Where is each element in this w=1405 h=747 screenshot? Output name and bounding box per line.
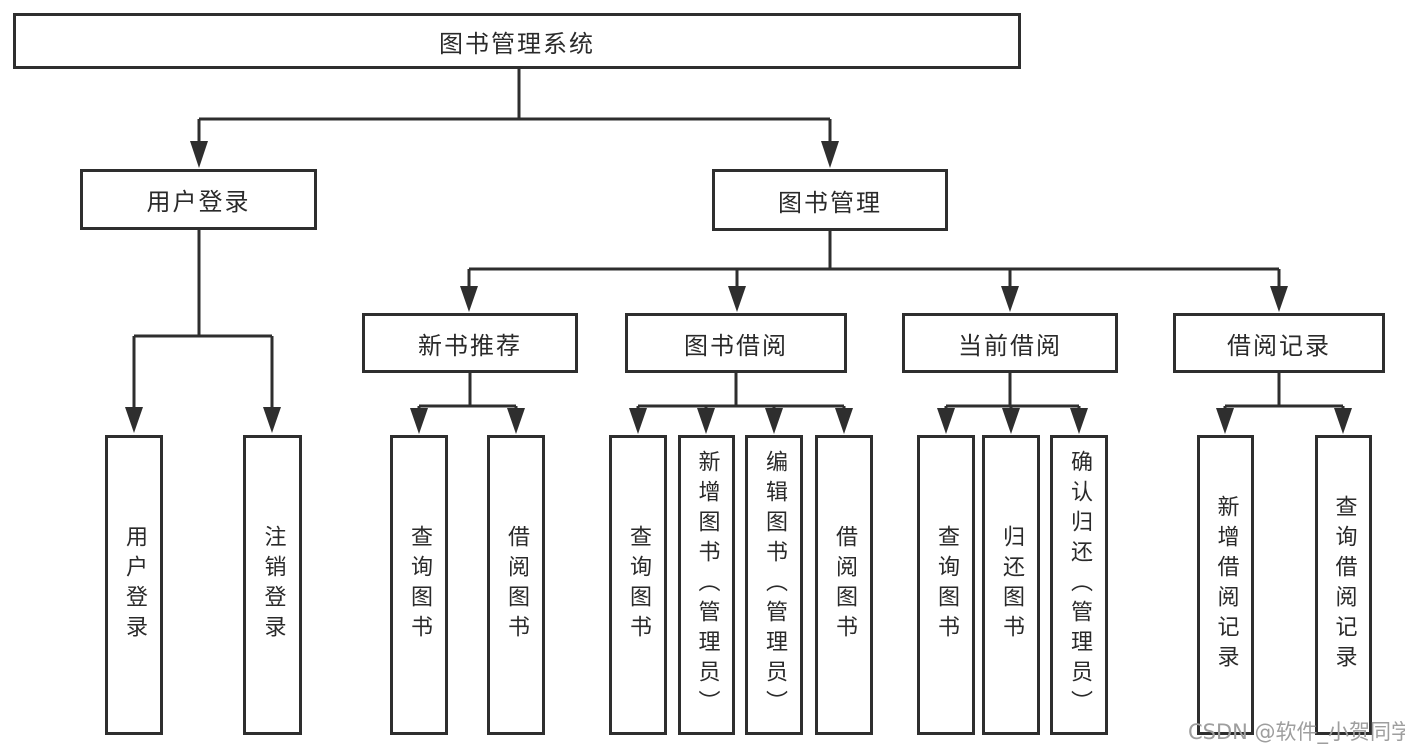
node-book-management: 图书管理 — [712, 169, 948, 231]
arrowhead — [125, 407, 143, 433]
node-label: 注销登录 — [260, 525, 286, 645]
node-borrowing-records: 借阅记录 — [1173, 313, 1385, 373]
arrowhead — [1001, 286, 1019, 312]
arrowhead — [765, 408, 783, 434]
leaf-query-books-recommend: 查询图书 — [390, 435, 448, 735]
leaf-edit-book-admin: 编辑图书（管理员） — [745, 435, 803, 735]
arrowhead — [835, 408, 853, 434]
node-label: 借阅记录 — [1227, 331, 1331, 360]
node-label: 图书管理 — [778, 188, 882, 217]
node-user-login: 用户登录 — [80, 169, 317, 230]
leaf-borrow-books-borrowing: 借阅图书 — [815, 435, 873, 735]
node-root-system: 图书管理系统 — [13, 13, 1021, 69]
leaf-add-book-admin: 新增图书（管理员） — [678, 435, 735, 735]
arrowhead — [507, 408, 525, 434]
leaf-logout: 注销登录 — [243, 435, 302, 735]
arrowhead — [697, 408, 715, 434]
arrowhead — [1216, 408, 1234, 434]
arrowhead — [937, 408, 955, 434]
connector-root-to-level2 — [190, 69, 839, 168]
node-label: 新增图书（管理员） — [694, 450, 720, 720]
connector-borrow-records-to-leaves — [1216, 373, 1352, 434]
node-label: 查询借阅记录 — [1331, 495, 1357, 675]
arrowhead — [728, 286, 746, 312]
leaf-user-login: 用户登录 — [105, 435, 163, 735]
arrowhead — [1270, 286, 1288, 312]
arrowhead — [263, 407, 281, 433]
arrowhead — [460, 286, 478, 312]
leaf-query-borrow-record: 查询借阅记录 — [1315, 435, 1372, 735]
arrowhead — [1070, 408, 1088, 434]
node-new-book-recommendation: 新书推荐 — [362, 313, 578, 373]
arrowhead — [1334, 408, 1352, 434]
arrowhead — [1002, 408, 1020, 434]
node-label: 借阅图书 — [832, 525, 857, 645]
node-label: 归还图书 — [999, 525, 1024, 645]
connector-user-login-to-leaves — [125, 230, 281, 433]
leaf-query-books-borrowing: 查询图书 — [609, 435, 667, 735]
arrowhead — [629, 408, 647, 434]
node-book-borrowing: 图书借阅 — [625, 313, 847, 373]
node-label: 编辑图书（管理员） — [762, 450, 787, 720]
connector-new-book-to-leaves — [410, 373, 525, 434]
node-label: 用户登录 — [122, 525, 147, 645]
leaf-borrow-books-recommend: 借阅图书 — [487, 435, 545, 735]
leaf-add-borrow-record: 新增借阅记录 — [1197, 435, 1254, 735]
leaf-return-book: 归还图书 — [982, 435, 1040, 735]
arrowhead — [190, 141, 208, 168]
node-label: 图书管理系统 — [439, 29, 595, 58]
node-label: 新增借阅记录 — [1213, 495, 1239, 675]
node-label: 借阅图书 — [504, 525, 529, 645]
node-label: 图书借阅 — [684, 331, 788, 360]
connector-book-mgmt-to-level3 — [460, 231, 1288, 312]
connector-current-borrow-to-leaves — [937, 373, 1088, 434]
leaf-query-books-current: 查询图书 — [917, 435, 975, 735]
arrowhead — [821, 141, 839, 168]
node-label: 查询图书 — [934, 525, 959, 645]
node-label: 查询图书 — [407, 525, 432, 645]
node-label: 确认归还（管理员） — [1067, 450, 1092, 720]
node-current-borrowing: 当前借阅 — [902, 313, 1118, 373]
csdn-watermark: CSDN @软件_小贺同学 — [1188, 720, 1405, 744]
connector-book-borrow-to-leaves — [629, 373, 853, 434]
node-label: 用户登录 — [146, 188, 251, 216]
node-label: 新书推荐 — [418, 331, 522, 360]
node-label: 当前借阅 — [958, 331, 1062, 360]
arrowhead — [410, 408, 428, 434]
leaf-confirm-return-admin: 确认归还（管理员） — [1050, 435, 1108, 735]
node-label: 查询图书 — [626, 525, 651, 645]
